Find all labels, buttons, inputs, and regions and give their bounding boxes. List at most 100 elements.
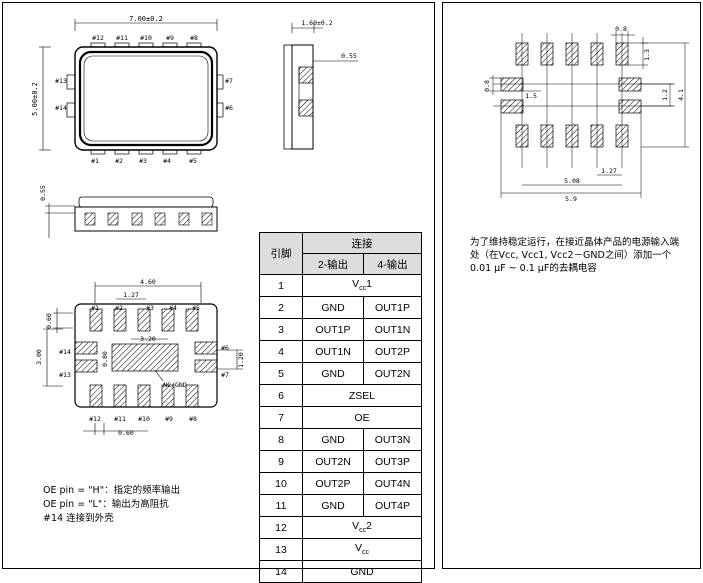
nc-gnd-label: NC/GND: [163, 381, 187, 389]
pitch-dim: 1.27: [601, 167, 617, 175]
top-width-dim: 7.00±0.2: [129, 15, 163, 23]
pin-number: 2: [259, 296, 303, 319]
svg-text:#13: #13: [55, 77, 67, 85]
svg-text:#6: #6: [225, 104, 233, 112]
pin-function: Vcc1: [302, 274, 422, 297]
pin-function-4out: OUT2P: [363, 340, 422, 363]
svg-text:#9: #9: [166, 34, 174, 42]
total-height-dim: 4.1: [677, 89, 685, 101]
front-height-dim: 0.55: [39, 185, 47, 201]
side-pad-dim: 0.8: [483, 80, 491, 92]
pin-number: 7: [259, 406, 303, 429]
package-drawing: 7.00±0.2 5.00±0.2 #12 #11: [31, 15, 358, 437]
svg-text:#12: #12: [92, 34, 104, 42]
pin-number: 8: [259, 428, 303, 451]
pin-number: 12: [259, 516, 303, 539]
bottom-height-dim: 3.00: [35, 349, 43, 365]
svg-text:#11: #11: [114, 415, 126, 423]
pin-number: 11: [259, 494, 303, 517]
pin-number: 6: [259, 384, 303, 407]
svg-text:#6: #6: [221, 344, 229, 352]
svg-text:#2: #2: [115, 304, 123, 312]
svg-text:#4: #4: [169, 304, 177, 312]
pin-function-4out: OUT1N: [363, 318, 422, 341]
svg-text:#11: #11: [116, 34, 128, 42]
pin-number: 5: [259, 362, 303, 385]
svg-text:#10: #10: [138, 415, 150, 423]
pin-number: 4: [259, 340, 303, 363]
bottom-view: 4.60 1.27 0.60 3.00: [35, 278, 245, 437]
inner-span-dim: 5.08: [564, 177, 580, 185]
svg-text:#12: #12: [89, 415, 101, 423]
svg-text:#8: #8: [189, 415, 197, 423]
pad-width-dim: 0.8: [615, 25, 627, 33]
pin-function: Vcc: [302, 538, 422, 561]
svg-text:#9: #9: [165, 415, 173, 423]
pin-function: OE: [302, 406, 422, 429]
pin-function-4out: OUT1P: [363, 296, 422, 319]
svg-text:#3: #3: [139, 157, 147, 165]
svg-text:#7: #7: [225, 77, 233, 85]
bottom-pitch-dim: 1.27: [123, 291, 139, 299]
outer-span-dim: 5.9: [565, 195, 577, 203]
svg-text:#5: #5: [192, 304, 200, 312]
header-2out: 2-输出: [302, 253, 364, 275]
pin-number: 3: [259, 318, 303, 341]
svg-text:#10: #10: [140, 34, 152, 42]
side-pad-dim: 0.55: [341, 52, 357, 60]
svg-text:#2: #2: [115, 157, 123, 165]
side-thickness-dim: 1.60±0.2: [301, 19, 332, 27]
pin-function-2out: GND: [302, 494, 364, 517]
svg-text:#4: #4: [163, 157, 171, 165]
pin-function: ZSEL: [302, 384, 422, 407]
svg-text:#14: #14: [59, 348, 71, 356]
package-drawing-panel: 7.00±0.2 5.00±0.2 #12 #11: [2, 2, 435, 583]
bottom-right-dim: 1.20: [237, 352, 245, 368]
bottom-width-dim: 4.60: [140, 278, 156, 286]
pin-function-2out: OUT2P: [302, 472, 364, 495]
pin14-note: #14 连接到外壳: [43, 513, 114, 524]
bottom-center-h-dim: 0.80: [101, 351, 109, 367]
pin-function-2out: OUT2N: [302, 450, 364, 473]
center-height-dim: 1.2: [661, 89, 669, 101]
pin-function-2out: GND: [302, 428, 364, 451]
pin-number: 10: [259, 472, 303, 495]
pin-function-2out: GND: [302, 296, 364, 319]
pin-function-4out: OUT2N: [363, 362, 422, 385]
oe-low-note: OE pin = "L"：输出为高阻抗: [43, 499, 169, 510]
pin-function-2out: OUT1N: [302, 340, 364, 363]
decoupling-note: 为了维持稳定运行，在接近晶体产品的电源输入端处（在Vcc, Vcc1, Vcc2…: [470, 237, 680, 274]
pin-function-4out: OUT4P: [363, 494, 422, 517]
svg-text:#5: #5: [189, 157, 197, 165]
header-pin: 引脚: [259, 232, 303, 275]
side-view: 1.60±0.2 0.55: [283, 19, 358, 150]
pad-height-dim: 1.3: [643, 49, 651, 61]
pin-number: 13: [259, 538, 303, 561]
bottom-center-dim: 3.20: [140, 335, 156, 343]
svg-text:#1: #1: [91, 157, 99, 165]
top-height-dim: 5.00±0.2: [31, 82, 39, 116]
svg-text:#3: #3: [146, 304, 154, 312]
land-pattern-drawing: 0.8 1.3 0.8 1.5 1.2 4.1 1.27 5.08 5.9: [483, 25, 689, 203]
pin-number: 1: [259, 274, 303, 297]
svg-text:#1: #1: [91, 304, 99, 312]
land-pattern-panel: 0.8 1.3 0.8 1.5 1.2 4.1 1.27 5.08 5.9 为了…: [442, 2, 701, 569]
pin-function-4out: OUT3P: [363, 450, 422, 473]
bottom-bottom-pad-dim: 0.60: [118, 429, 134, 437]
svg-text:#7: #7: [221, 371, 229, 379]
pin-function-2out: GND: [302, 362, 364, 385]
